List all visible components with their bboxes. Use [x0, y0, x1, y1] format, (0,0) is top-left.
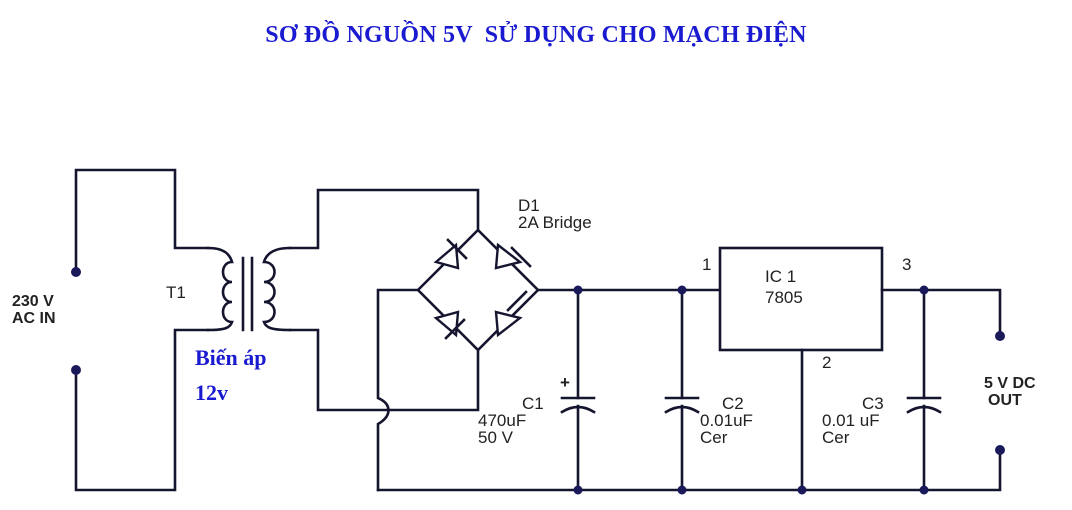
- output-label-voltage: 5 V DC: [984, 375, 1036, 392]
- bridge-value-label: 2A Bridge: [518, 213, 592, 232]
- ic-name-label: IC 1: [765, 267, 796, 286]
- junction-dot: [573, 485, 583, 495]
- pin1-label: 1: [702, 255, 711, 274]
- pin2-label: 2: [822, 353, 831, 372]
- wire-secondary-bottom: [288, 328, 480, 412]
- transformer-note-line2: 12v: [195, 380, 228, 405]
- c2-name-label: C2: [722, 394, 744, 413]
- c1-voltage-label: 50 V: [478, 428, 514, 447]
- junction-dot: [677, 485, 687, 495]
- diagram-title: SƠ ĐỒ NGUỒN 5V SỬ DỤNG CHO MẠCH ĐIỆN: [265, 22, 807, 48]
- wire-secondary-top: [288, 188, 480, 250]
- transformer-t1: [206, 246, 292, 332]
- c1-polarity-mark: +: [560, 373, 570, 392]
- diode-top-left: [433, 238, 468, 270]
- c1-value-label: 470uF: [478, 411, 526, 430]
- diode-top-right: [494, 242, 532, 270]
- transformer-label: T1: [166, 283, 186, 302]
- c1-name-label: C1: [522, 394, 544, 413]
- wire-output-rail: [880, 288, 1002, 338]
- input-terminal-bottom: [71, 365, 81, 375]
- wire-ground-rail: [376, 448, 1002, 492]
- output-terminal-top: [995, 331, 1005, 341]
- c2-value-label: 0.01uF: [700, 411, 753, 430]
- junction-dot: [677, 285, 687, 295]
- capacitor-c2: [664, 288, 700, 492]
- diode-bottom-right: [494, 290, 528, 338]
- bridge-name-label: D1: [518, 196, 540, 215]
- wire-bridge-negative: [376, 288, 420, 492]
- regulator-ic1: [718, 246, 884, 352]
- c3-name-label: C3: [862, 394, 884, 413]
- c2-type-label: Cer: [700, 428, 728, 447]
- input-label-ac: AC IN: [12, 310, 56, 327]
- capacitor-c1: [560, 288, 596, 492]
- capacitor-c3: [906, 288, 942, 492]
- junction-dot: [797, 485, 807, 495]
- ic-part-label: 7805: [765, 288, 803, 307]
- junction-dot: [573, 285, 583, 295]
- output-terminal-bottom: [995, 445, 1005, 455]
- bridge-rectifier-d1: [416, 228, 540, 352]
- input-label-voltage: 230 V: [12, 293, 54, 310]
- transformer-note-line1: Biến áp: [195, 345, 267, 370]
- pin3-label: 3: [902, 255, 911, 274]
- c3-value-label: 0.01 uF: [822, 411, 880, 430]
- ac-input: [71, 168, 210, 492]
- input-terminal-top: [71, 267, 81, 277]
- junction-dot: [919, 285, 929, 295]
- c3-type-label: Cer: [822, 428, 850, 447]
- output-label-out: OUT: [988, 392, 1022, 409]
- diode-bottom-left: [433, 310, 466, 340]
- junction-dot: [919, 485, 929, 495]
